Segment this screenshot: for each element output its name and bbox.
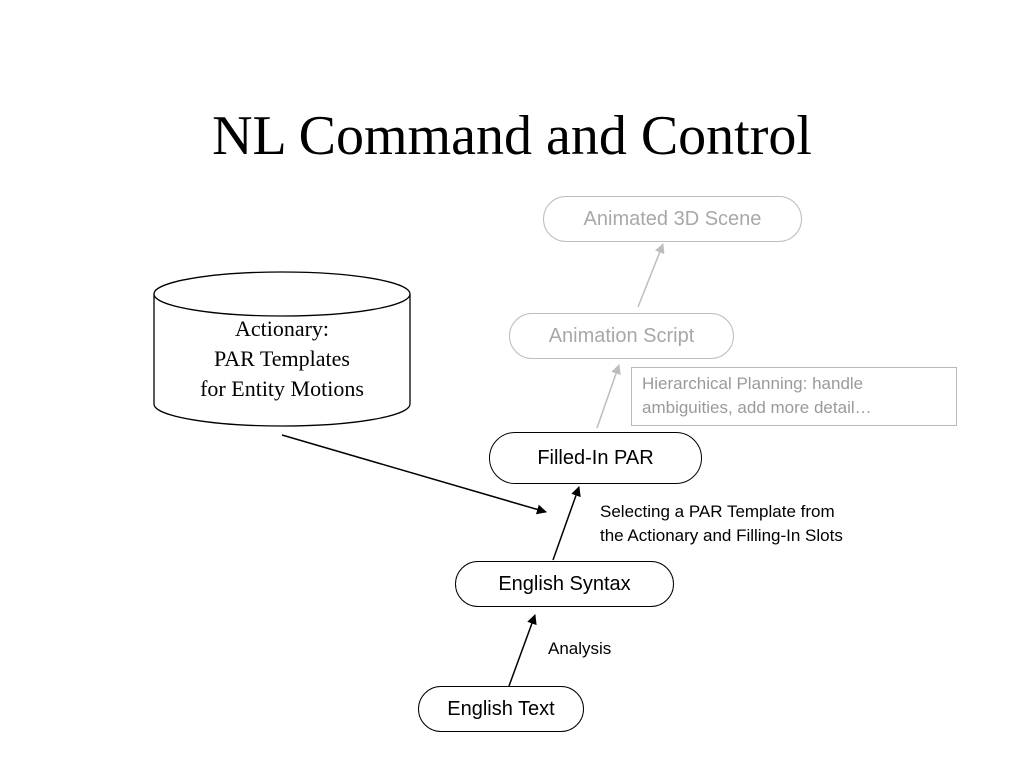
annotation-line: Hierarchical Planning: handle [642, 374, 864, 393]
node-filled-in-par: Filled-In PAR [489, 432, 702, 484]
annotation-line: the Actionary and Filling-In Slots [600, 526, 843, 545]
annotation-selecting-template: Selecting a PAR Template from the Action… [600, 500, 843, 548]
arrow-script-to-scene [637, 243, 665, 308]
node-animated-3d-scene: Animated 3D Scene [543, 196, 802, 242]
database-label: Actionary: PAR Templates for Entity Moti… [154, 314, 410, 404]
node-animation-script: Animation Script [509, 313, 734, 359]
annotation-line: Selecting a PAR Template from [600, 502, 835, 521]
actionary-database-icon [153, 271, 411, 427]
database-label-line: Actionary: [234, 316, 330, 341]
annotation-hierarchical-planning: Hierarchical Planning: handle ambiguitie… [631, 367, 957, 426]
annotation-analysis: Analysis [548, 639, 612, 658]
node-english-text: English Text [418, 686, 584, 732]
database-label-line: for Entity Motions [200, 376, 364, 401]
node-english-syntax: English Syntax [455, 561, 674, 607]
slide-title: NL Command and Control [212, 105, 812, 167]
database-label-line: PAR Templates [214, 346, 350, 371]
arrow-database-to-par [281, 434, 547, 515]
arrow-syntax-to-par [552, 486, 581, 561]
arrow-par-to-script [596, 364, 621, 429]
annotation-line: ambiguities, add more detail… [642, 398, 872, 417]
arrow-text-to-syntax [508, 614, 537, 687]
